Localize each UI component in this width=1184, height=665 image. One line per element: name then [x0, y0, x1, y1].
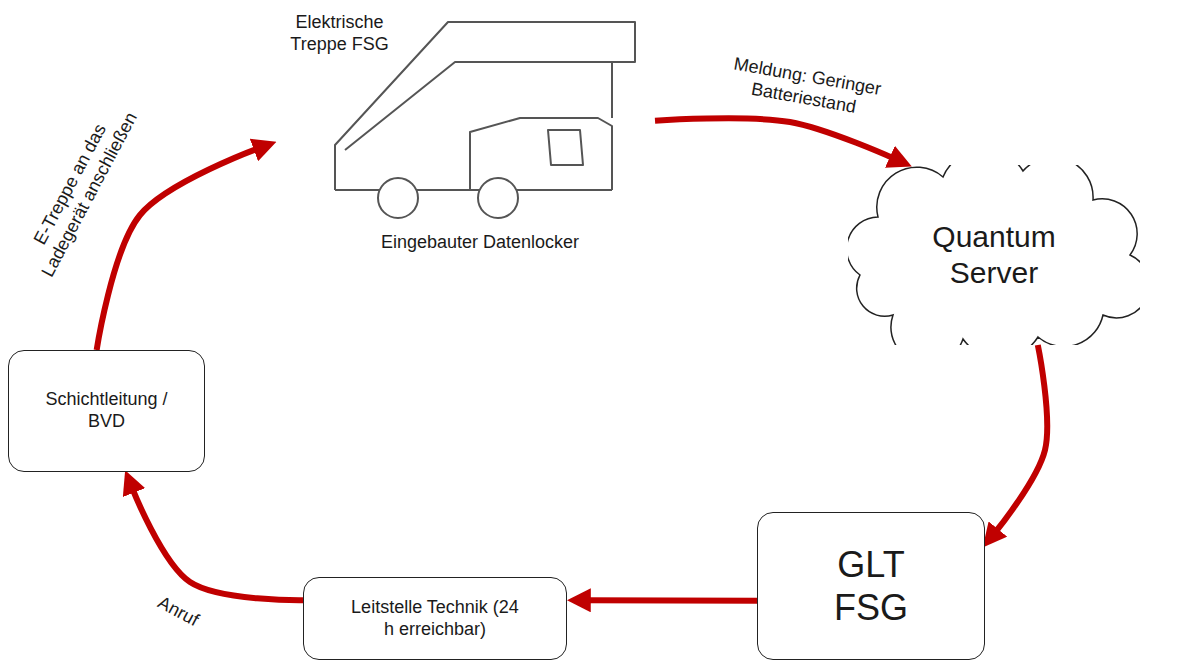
node-label: Leitstelle Technik (24 h erreichbar) — [350, 597, 520, 640]
node-label: GLT FSG — [821, 543, 921, 629]
flow-arrow — [586, 597, 757, 604]
cloud-shape — [848, 165, 1140, 345]
chassis-line — [335, 189, 612, 191]
stair-cab-joint — [611, 62, 613, 118]
process-box: Leitstelle Technik (24 h erreichbar) — [303, 577, 567, 660]
cloud-outline — [848, 165, 1140, 345]
node-label: Schichtleitung / BVD — [37, 389, 177, 432]
flow-arrow — [655, 118, 894, 158]
wheel — [478, 178, 518, 218]
flow-arrow — [132, 488, 303, 600]
process-box: GLT FSG — [757, 512, 985, 660]
vehicle-caption: Eingebauter Datenlocker — [381, 232, 579, 254]
process-box: Schichtleitung / BVD — [8, 350, 205, 472]
cab-window — [548, 130, 583, 165]
vehicle-heading: Elektrische Treppe FSG — [287, 12, 392, 55]
cloud-server: Quantum Server — [848, 165, 1140, 345]
wheel — [378, 178, 418, 218]
edge-label: Anruf — [146, 588, 209, 635]
stair-truck: Elektrische Treppe FSG Eingebauter Datenl… — [275, 8, 655, 270]
stair-lower-edge — [345, 62, 612, 150]
edge-label: E-Treppe an das Ladegerät anschließen — [14, 92, 146, 289]
flow-arrow — [97, 148, 259, 350]
flow-arrow — [995, 345, 1047, 533]
node-label: Quantum Server — [914, 219, 1074, 291]
